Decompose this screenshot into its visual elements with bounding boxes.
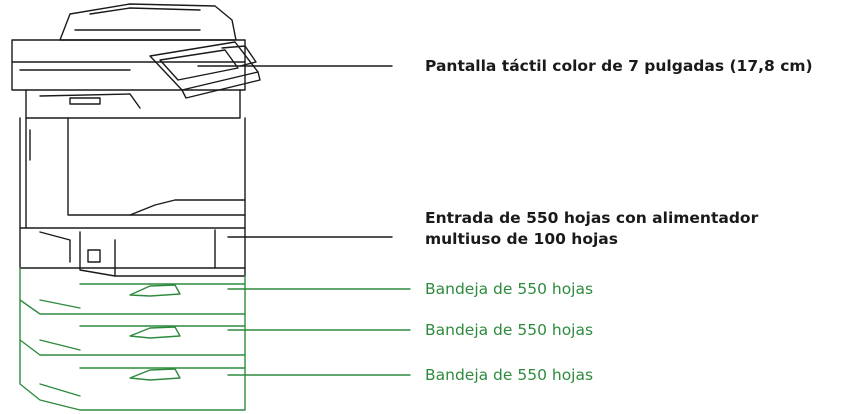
leader-lines-dark bbox=[197, 65, 393, 238]
scanner-unit bbox=[11, 3, 246, 91]
tray-2 bbox=[19, 299, 246, 356]
callout-touchscreen: Pantalla táctil color de 7 pulgadas (17,… bbox=[425, 57, 813, 75]
callout-tray-2: Bandeja de 550 hojas bbox=[425, 321, 594, 339]
tray-1 bbox=[19, 267, 246, 315]
input-drawer bbox=[19, 227, 246, 277]
callout-input-line2: multiuso de 100 hojas bbox=[425, 230, 618, 248]
control-panel bbox=[149, 41, 261, 99]
output-area bbox=[25, 89, 241, 119]
callout-tray-1: Bandeja de 550 hojas bbox=[425, 280, 594, 298]
printer-body bbox=[19, 117, 246, 229]
callout-input-line1: Entrada de 550 hojas con alimentador bbox=[425, 209, 759, 227]
leader-lines-green bbox=[227, 288, 411, 376]
tray-3 bbox=[19, 339, 246, 411]
callout-tray-3: Bandeja de 550 hojas bbox=[425, 366, 594, 384]
